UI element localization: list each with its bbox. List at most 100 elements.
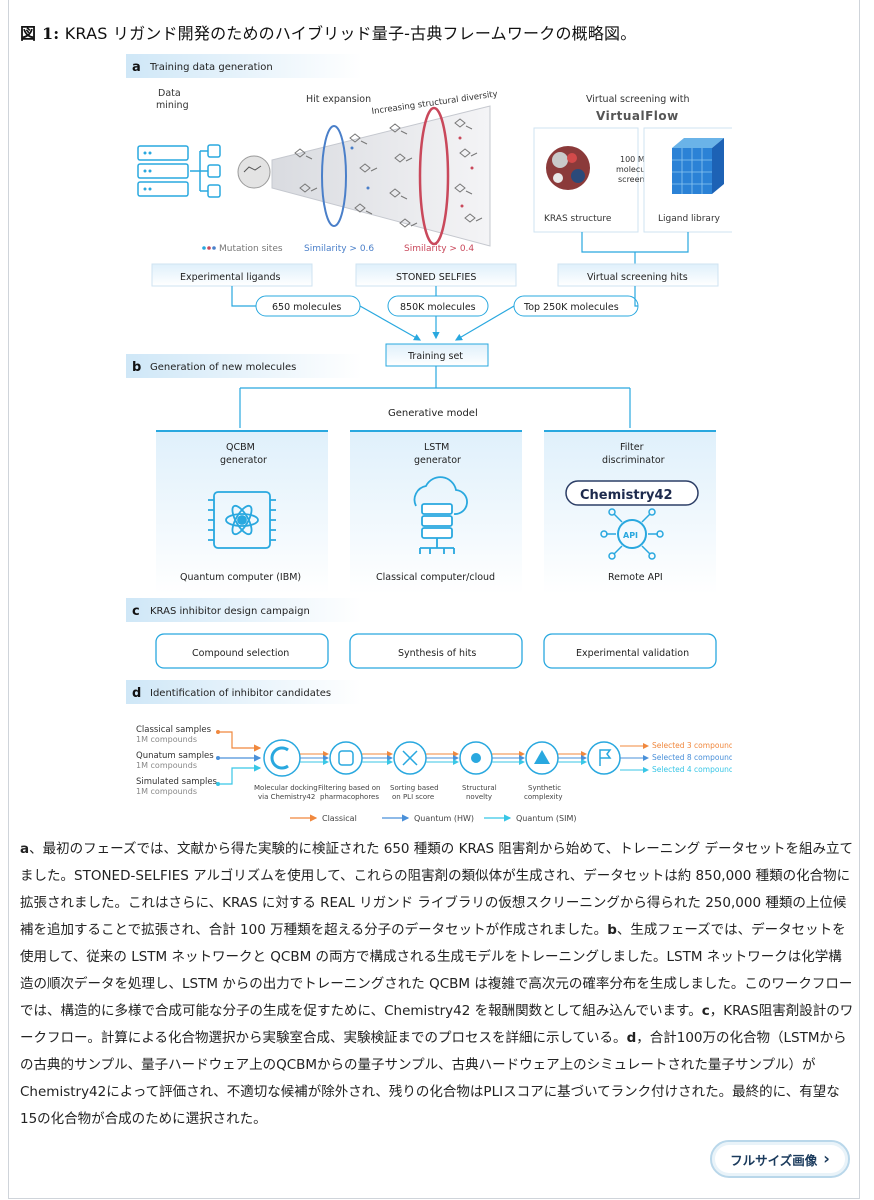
caption-d-label: d [626,1030,637,1046]
complexity-label-1: Synthetic [528,784,561,792]
remote-api-label: Remote API [608,572,663,583]
panel-c: c KRAS inhibitor design campaign Compoun… [126,598,717,669]
legend-classical: Classical [322,814,357,823]
docking-node [263,739,301,777]
qcbm-label-line1: QCBM [226,442,255,453]
panel-a-letter: a [132,60,141,75]
generative-connector [239,366,631,428]
panel-d-letter: d [132,686,141,701]
chemistry42-logo: Chemistry42 [580,488,673,503]
data-mining-line: mining [156,100,189,111]
count-650-label: 650 molecules [272,302,341,313]
lstm-label-line2: generator [414,455,461,466]
mutation-dots [458,136,474,208]
docking-label-2: via Chemistry42 [258,793,315,801]
filter-label-line1: Filter [620,442,644,453]
api-icon [600,508,664,560]
ligand-library-image: Ligand library [643,127,732,233]
similarity-06-ring [321,125,347,227]
caption-a-label: a [20,841,30,857]
panel-b: b Generation of new molecules Generative… [126,354,716,594]
data-mining-line: Data [158,88,181,99]
kras-structure-label: KRAS structure [544,214,612,224]
filter-panel: Filter discriminator Chemistry42 API Rem… [544,430,716,594]
virtualflow-logo: VirtualFlow [596,109,679,123]
simulated-samples-label: Simulated samples [136,777,218,787]
docking-label-1: Molecular docking [254,784,318,792]
figure-number: 図 1: [20,24,60,43]
novelty-label-1: Structural [462,784,497,792]
compound-selection-label: Compound selection [192,648,289,659]
similarity-04-label: Similarity > 0.4 [404,244,474,254]
mutation-sites-label: Mutation sites [219,244,283,254]
data-mining-label: Data mining [156,88,189,111]
panel-b-header [126,354,362,378]
qcbm-panel: QCBM generator Quantum computer (IBM) [156,430,328,594]
sorting-node [393,741,427,775]
database-icon [137,145,189,197]
sorting-label-2: on PLI score [392,793,434,801]
mutation-sites-legend: Mutation sites [202,244,283,254]
schematic-figure: a Training data generation Data mining H… [126,54,732,823]
sort-icon [402,750,418,766]
chemistry42-logo-box [565,480,699,506]
qcbm-label-line2: generator [220,455,267,466]
chemistry42-icon [270,746,289,770]
pipeline-arrows [300,743,649,773]
vs-connector [581,232,689,264]
selected-3-label: Selected 3 compounds [652,741,732,750]
kras-structure-image: KRAS structure [533,127,639,233]
panel-d: d Identification of inhibitor candidates… [126,680,732,823]
panel-a-header [126,54,362,78]
experimental-ligands-label: Experimental ligands [180,272,281,283]
filtering-label-2: pharmacophores [320,793,379,801]
synthesis-label: Synthesis of hits [398,648,476,659]
novelty-icon [471,753,481,763]
panel-c-title: KRAS inhibitor design campaign [150,606,310,617]
filtering-label-1: Filtering based on [318,784,380,792]
panel-c-header [126,598,362,622]
simulated-compounds-label: 1M compounds [136,787,197,796]
legend-quantum-hw: Quantum (HW) [414,814,474,823]
hit-expansion-label: Hit expansion [306,94,371,105]
count-250k-label: Top 250K molecules [523,302,619,313]
virtual-screening-label: Virtual screening with [586,94,690,105]
sorting-label-1: Sorting based [390,784,439,792]
full-size-image-button[interactable]: フルサイズ画像 › [710,1140,850,1178]
panel-d-header [126,680,362,704]
qcbm-box [156,430,328,594]
complexity-node [525,741,559,775]
filter-label-line2: discriminator [602,455,665,466]
flow-arrows-a [231,286,638,341]
hit-expansion-cone [271,105,491,247]
panel-a: a Training data generation Data mining H… [126,54,732,367]
molecule-sphere-icon [237,155,271,189]
caption-b-text: 、生成フェーズでは、データセットを使用して、従来の LSTM ネットワークと Q… [20,922,853,1019]
svg-text:100 M: 100 M [620,155,645,164]
vs-hits-box [557,263,719,287]
cloud-server-icon [413,476,468,554]
count-850k-pill [387,295,489,317]
panel-a-title: Training data generation [149,62,273,73]
quantum-chip-icon [208,491,276,549]
selection-node [587,741,621,775]
pipeline-step-labels: Molecular docking via Chemistry42 Filter… [254,784,563,801]
novelty-node [459,741,493,775]
flag-icon [599,749,612,766]
svg-text:molecules: molecules [616,165,657,174]
filter-icon [338,750,354,766]
classical-computer-label: Classical computer/cloud [376,572,495,583]
similarity-06-label: Similarity > 0.6 [304,244,374,254]
ligand-library-label: Ligand library [658,214,721,224]
caption-b-label: b [607,922,617,938]
caption-d-text: ，合計100万の化合物（LSTMからの古典的サンプル、量子ハードウェア上のQCB… [20,1030,847,1127]
synthesis-box [349,633,523,669]
similarity-04-ring [418,106,450,246]
validation-label: Experimental validation [576,648,689,659]
filtering-node [329,741,363,775]
generative-model-label: Generative model [388,408,478,419]
compound-selection-box [155,633,329,669]
molecules-screened-text: 100 M molecules screened [616,155,657,184]
mutation-dots-blue [350,146,370,190]
training-set-label: Training set [407,351,463,362]
